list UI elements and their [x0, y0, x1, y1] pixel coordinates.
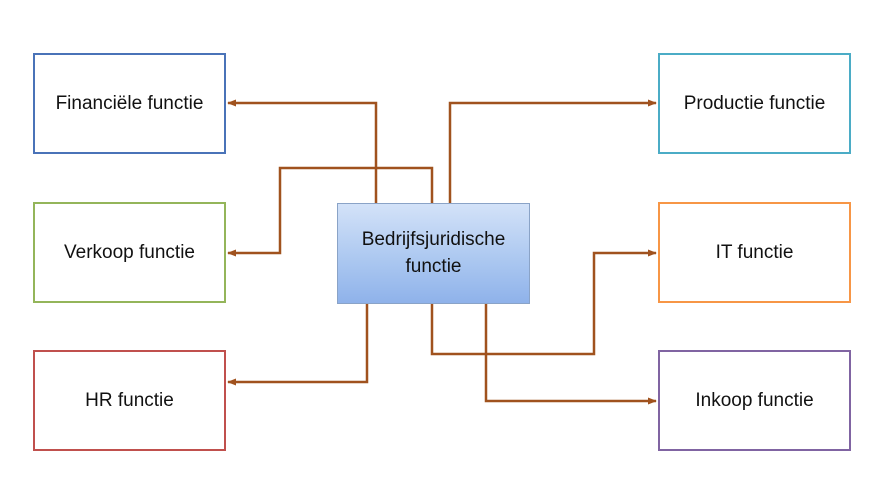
box-hr-functie: HR functie [33, 350, 226, 451]
box-verkoop-functie: Verkoop functie [33, 202, 226, 303]
box-productie-label: Productie functie [683, 92, 826, 114]
box-verkoop-label: Verkoop functie [64, 241, 195, 263]
connector-inkoop [484, 304, 657, 405]
connector-it [430, 249, 657, 356]
box-productie-functie: Productie functie [658, 53, 851, 154]
connector-financiele [227, 99, 378, 203]
connector-verkoop [227, 166, 434, 257]
box-inkoop-functie: Inkoop functie [658, 350, 851, 451]
box-inkoop-label: Inkoop functie [695, 389, 814, 411]
box-it-label: IT functie [715, 241, 794, 263]
box-financiele-functie: Financiële functie [33, 53, 226, 154]
box-it-functie: IT functie [658, 202, 851, 303]
connector-productie [448, 99, 657, 203]
box-hr-label: HR functie [85, 389, 174, 411]
center-box-label: Bedrijfsjuridische functie [361, 228, 506, 277]
center-box-bedrijfsjuridische-functie: Bedrijfsjuridische functie [337, 203, 530, 304]
box-financiele-label: Financiële functie [55, 92, 204, 114]
connector-hr [227, 304, 369, 386]
